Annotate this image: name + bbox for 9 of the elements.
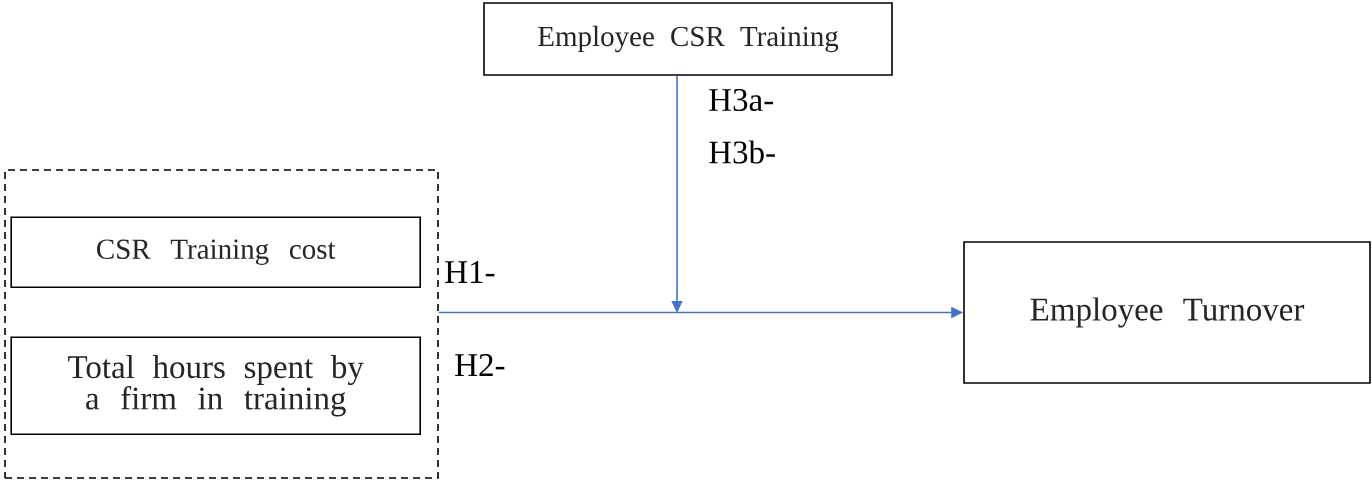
- concept-box: Employee Turnover: [963, 241, 1371, 384]
- hypothesis-label: H1-: [445, 261, 495, 283]
- hypothesis-label: H2-: [455, 354, 505, 376]
- concept-box: Employee CSR Training: [483, 2, 893, 76]
- concept-box: Total hours spent by a firm in training: [10, 336, 421, 435]
- hypothesis-label: H3b-: [709, 140, 775, 164]
- concept-box: CSR Training cost: [10, 216, 421, 288]
- group-box: [4, 169, 439, 479]
- hypothesis-label: H3a-: [709, 88, 773, 112]
